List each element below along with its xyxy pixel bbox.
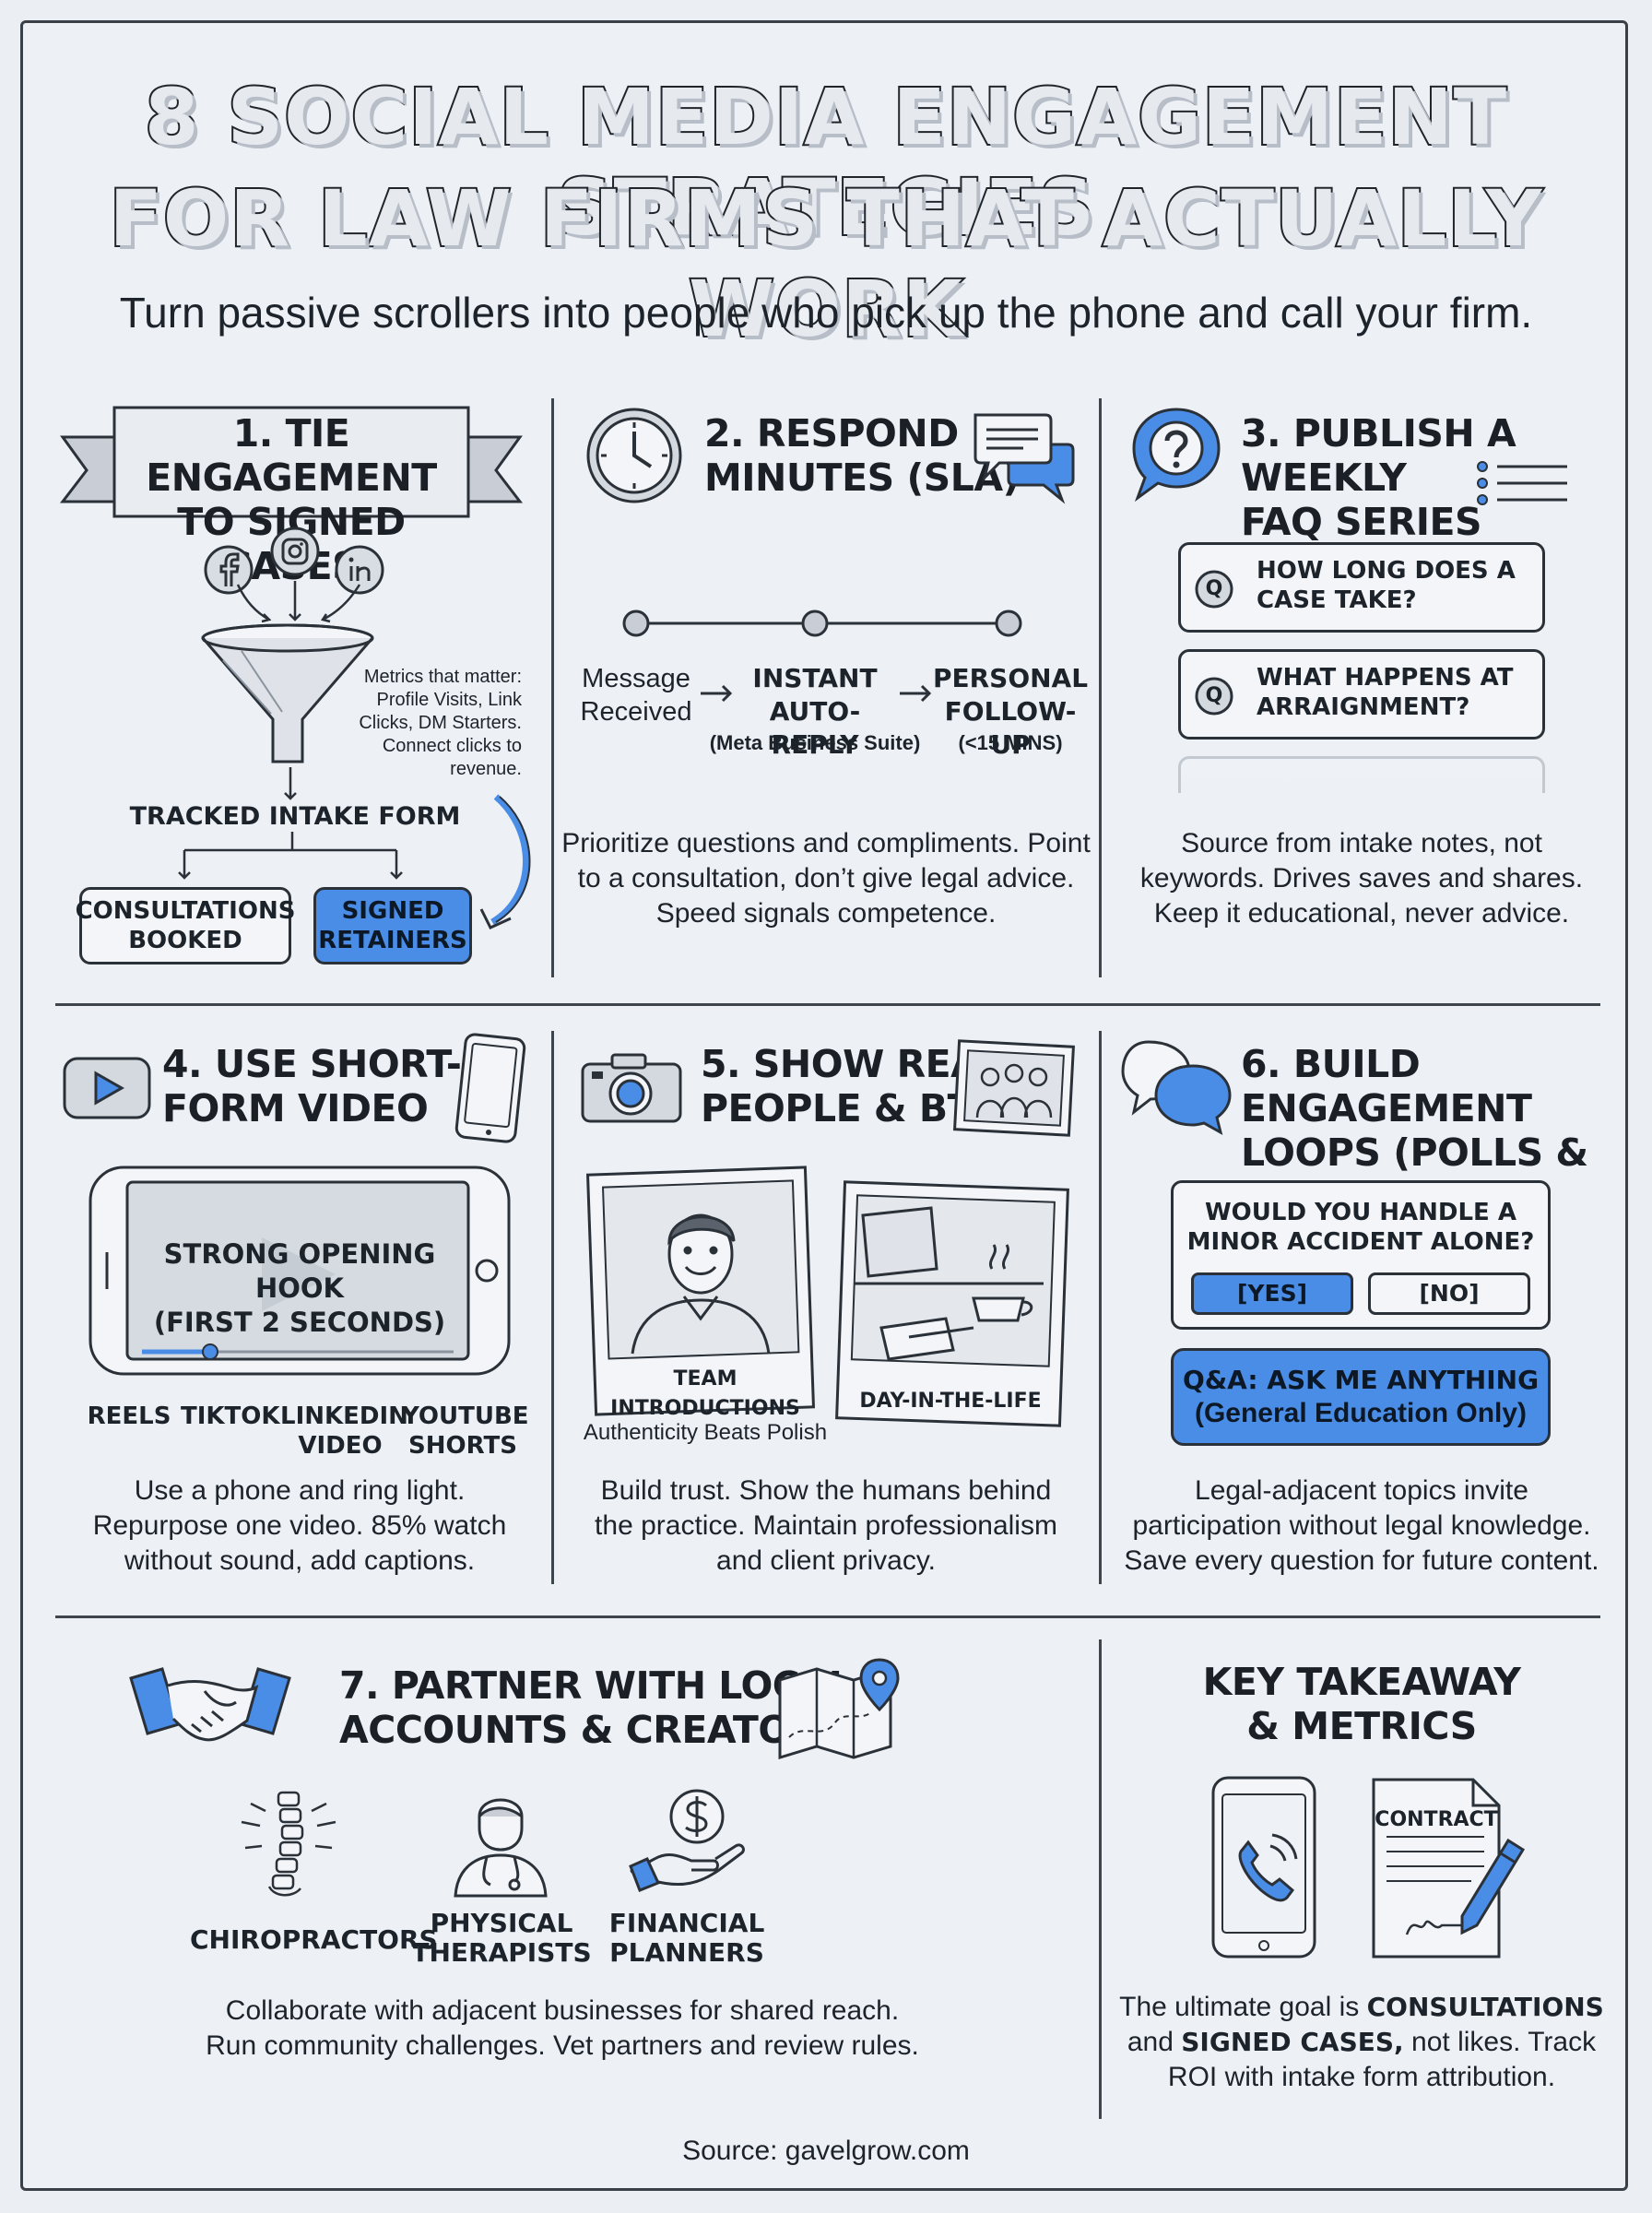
divider-h2 xyxy=(55,1615,1600,1618)
chat-bubbles-icon xyxy=(974,413,1075,504)
s4-body: Use a phone and ring light.Repurpose one… xyxy=(92,1475,507,1576)
subtitle: Turn passive scrollers into people who p… xyxy=(119,289,1533,337)
s8-takeaway: The ultimate goal is CONSULTATIONS and S… xyxy=(1119,1992,1604,2092)
handshake-icon xyxy=(129,1667,291,1742)
sla-timeline xyxy=(622,609,1022,637)
divider-v5 xyxy=(1099,1639,1102,2119)
spine-icon xyxy=(241,1791,336,1897)
doctor-icon xyxy=(454,1798,548,1898)
q-badge-icon xyxy=(1195,677,1233,716)
title-line-1: 8 SOCIAL MEDIA ENGAGEMENT STRATEGIES xyxy=(143,70,1508,254)
question-bubble-icon xyxy=(1132,408,1221,503)
team-photo xyxy=(585,1166,816,1416)
arrow-step-2-3 xyxy=(900,684,932,703)
faq-card-3-fading xyxy=(1178,756,1545,793)
funnel-icon xyxy=(201,623,374,763)
s7-body: Collaborate with adjacent businesses for… xyxy=(206,1995,919,2061)
source-credit: Source: gavelgrow.com xyxy=(682,2136,970,2166)
s1-intake-label: TRACKED INTAKE FORM xyxy=(129,802,461,831)
group-photo-icon xyxy=(952,1039,1076,1137)
instagram-icon xyxy=(270,527,320,576)
phone-call-icon xyxy=(1211,1776,1316,1959)
platform-reels: REELS xyxy=(87,1402,171,1430)
divider-v2 xyxy=(1099,398,1102,977)
poll-no-button[interactable]: [NO] xyxy=(1368,1272,1530,1315)
map-pin-icon xyxy=(778,1658,900,1760)
poll-yes-button[interactable]: [YES] xyxy=(1191,1272,1353,1315)
money-hand-icon xyxy=(629,1789,745,1892)
camera-icon xyxy=(581,1053,682,1123)
s4-title: 4. USE SHORT-FORM VIDEO xyxy=(162,1042,462,1130)
divider-v4 xyxy=(1099,1031,1102,1584)
list-icon xyxy=(1477,461,1567,505)
q-badge-icon xyxy=(1195,570,1233,609)
s5-tagline: Authenticity Beats Polish xyxy=(583,1420,828,1445)
contract-pen-icon xyxy=(1372,1778,1526,1959)
play-icon xyxy=(63,1057,151,1119)
clock-icon xyxy=(586,408,682,503)
arrow-step-1-2 xyxy=(701,684,733,703)
s1-metrics-note: Metrics that matter:Profile Visits, Link… xyxy=(359,667,522,779)
linkedin-icon xyxy=(335,545,384,595)
funnel-input-arrows xyxy=(236,581,361,623)
video-phone-frame xyxy=(88,1166,511,1376)
q-badge-label: Q xyxy=(1205,684,1223,707)
speech-bubbles-icon xyxy=(1121,1040,1232,1135)
s8-title: KEY TAKEAWAY& METRICS xyxy=(1202,1660,1521,1748)
contract-label: CONTRACT xyxy=(1375,1808,1498,1831)
photo-caption-day: DAY-IN-THE-LIFE xyxy=(859,1390,1042,1413)
funnel-output-arrow xyxy=(284,767,297,800)
s2-body: Prioritize questions and compliments. Po… xyxy=(561,828,1091,929)
divider-v1 xyxy=(551,398,554,977)
q-badge-label: Q xyxy=(1205,577,1223,600)
day-in-life-photo xyxy=(835,1180,1069,1427)
curved-arrow xyxy=(479,794,531,929)
intake-branch-arrows xyxy=(178,832,403,880)
title-line-2: FOR LAW FIRMS THAT ACTUALLY WORK xyxy=(107,172,1543,356)
facebook-icon xyxy=(204,545,254,595)
photo-caption-team: TEAM INTRODUCTIONS xyxy=(610,1367,800,1420)
s2-step-3-sub: (<15 MINS) xyxy=(958,731,1063,754)
platform-tiktok: TIKTOK xyxy=(181,1402,280,1430)
divider-v3 xyxy=(551,1031,554,1584)
divider-h1 xyxy=(55,1003,1600,1006)
s2-step-2-sub: (Meta Business Suite) xyxy=(709,731,921,754)
qa-card: Q&A: ASK ME ANYTHING(General Education O… xyxy=(1171,1348,1551,1446)
phone-icon xyxy=(454,1033,526,1143)
video-hook-text: STRONG OPENING HOOK(FIRST 2 SECONDS) xyxy=(153,1238,446,1338)
ribbon-banner xyxy=(59,406,524,518)
partner-chiropractors: CHIROPRACTORS xyxy=(190,1924,438,1955)
